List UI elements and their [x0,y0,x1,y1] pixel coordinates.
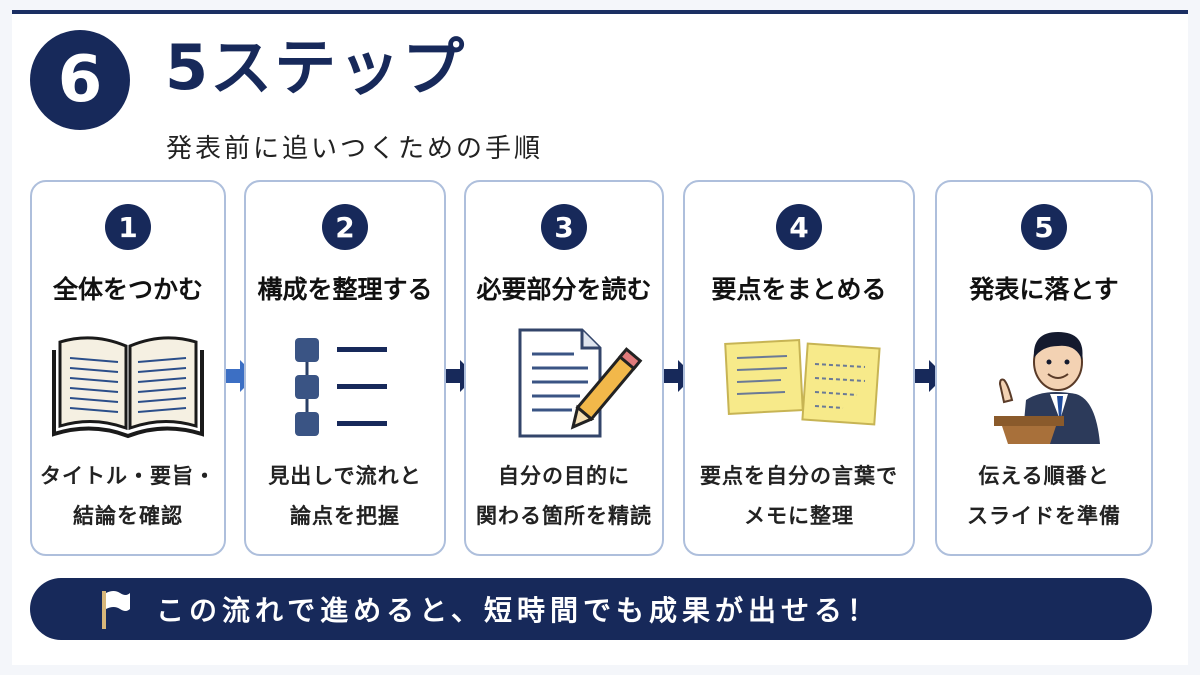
page-subtitle: 発表前に追いつくための手順 [166,134,544,164]
open-book-icon [52,336,204,439]
arrow-right-icon [226,360,256,392]
step-description: 自分の目的に 関わる箇所を精読 [476,464,652,528]
flag-icon [102,591,130,629]
step-heading: 要点をまとめる [711,275,887,304]
arrow-right-icon [664,360,694,392]
arrow-right-icon [915,360,945,392]
step-heading: 構成を整理する [257,275,433,304]
step-card-1: 1 全体をつかむ タイトル・要旨・ 結論を確認 [30,180,226,556]
conclusion-banner: この流れで進めると、短時間でも成果が出せる！ [30,578,1152,640]
step-card-2: 2 構成を整理する 見出しで流れと 論点を把握 [244,180,446,556]
document-pencil-icon [518,328,643,438]
page-title: 5ステップ [165,31,467,104]
step-card-4: 4 要点をまとめる 要点を自分の言葉で メモに整理 [683,180,915,556]
step-number-badge: 1 [105,204,151,250]
banner-text: この流れで進めると、短時間でも成果が出せる！ [156,594,881,627]
step-card-5: 5 発表に落とす 伝える順番と スライドを準備 [935,180,1153,556]
step-heading: 必要部分を読む [476,275,652,304]
step-number-badge: 5 [1021,204,1067,250]
arrow-right-icon [446,360,476,392]
step-number-badge: 2 [322,204,368,250]
step-heading: 全体をつかむ [52,275,203,304]
outline-list-icon [295,338,387,436]
presenter-icon [994,332,1100,444]
step-description: 要点を自分の言葉で メモに整理 [700,464,898,528]
section-number-badge: 6 [30,30,130,130]
step-heading: 発表に落とす [969,275,1119,304]
step-number-badge: 4 [776,204,822,250]
step-card-3: 3 必要部分を読む 自分の目的に 関わる箇所を精読 [464,180,664,556]
sticky-notes-icon [724,339,881,426]
step-description: タイトル・要旨・ 結論を確認 [40,464,216,528]
step-number-badge: 3 [541,204,587,250]
step-description: 見出しで流れと 論点を把握 [268,464,422,528]
step-description: 伝える順番と スライドを準備 [967,464,1121,528]
